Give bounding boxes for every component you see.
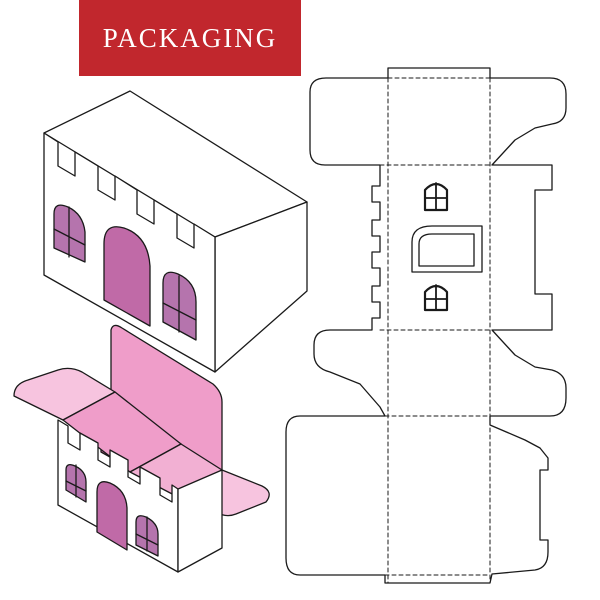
net-top-window	[423, 182, 449, 212]
closed-castle-box	[43, 90, 308, 373]
net-door-cutout	[411, 225, 483, 273]
net-bottom-window	[423, 284, 449, 312]
net-outline	[285, 67, 567, 584]
banner-title: PACKAGING	[102, 22, 278, 53]
packaging-banner: PACKAGING	[79, 0, 301, 76]
open-box-back-flap	[110, 324, 223, 477]
die-cut-net	[285, 67, 567, 584]
net-fold-lines	[379, 77, 493, 584]
open-box-left-flap	[13, 367, 116, 421]
open-box-door	[96, 481, 128, 551]
closed-box-door	[103, 226, 151, 327]
open-castle-box	[13, 324, 270, 573]
